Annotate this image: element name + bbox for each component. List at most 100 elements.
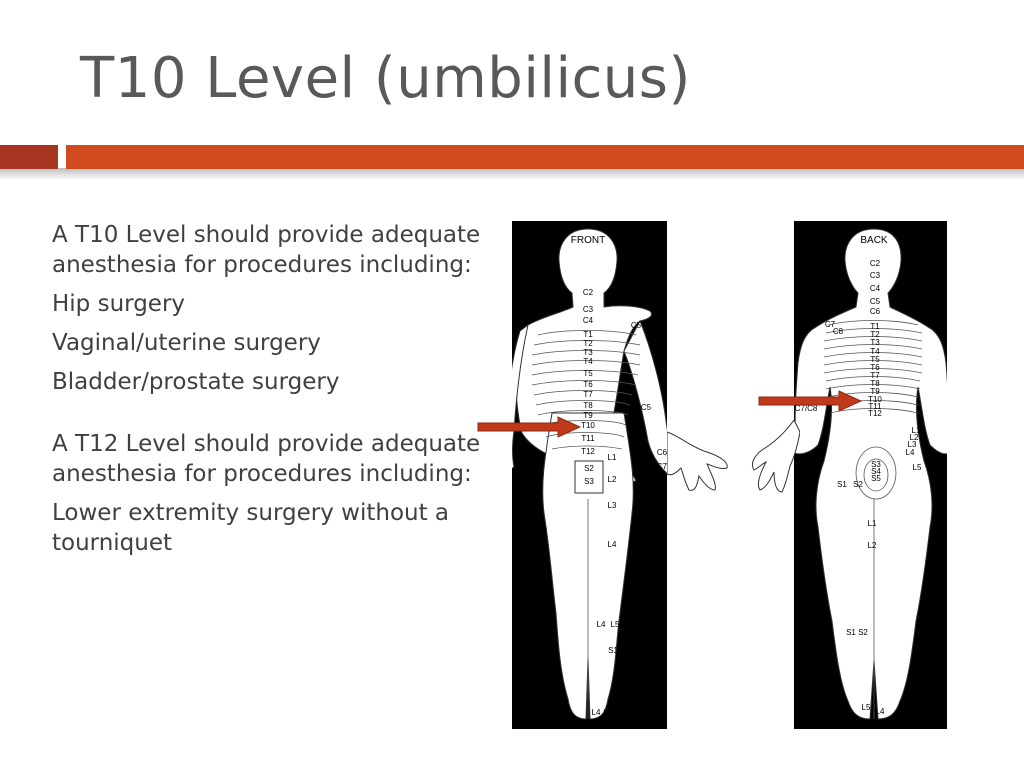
back-side-label: C8 [833, 327, 844, 336]
front-side-label: C6 [658, 370, 667, 379]
front-side-label: L4 [608, 540, 617, 549]
front-level-label: T10 [581, 421, 595, 430]
front-level-label: T7 [583, 390, 593, 399]
back-level-label: T5 [870, 355, 880, 364]
front-figure-label: FRONT [571, 235, 605, 246]
front-dermatome-lines [531, 330, 641, 719]
front-side-label: L1 [608, 453, 617, 462]
front-level-label: T1 [583, 330, 593, 339]
front-sacral-box [574, 460, 604, 494]
front-level-label: C4 [583, 316, 594, 325]
back-side-label: L2 [868, 541, 877, 550]
front-level-label: T3 [583, 348, 593, 357]
back-side-label: L3 [908, 440, 917, 449]
back-level-label: C4 [870, 284, 881, 293]
slide-title: T10 Level (umbilicus) [80, 46, 691, 111]
back-level-label: T8 [870, 379, 880, 388]
front-side-label: S1 [608, 646, 618, 655]
front-arrow-icon [477, 416, 582, 438]
back-level-label: T2 [870, 330, 880, 339]
front-level-label: C3 [583, 305, 594, 314]
back-side-label: L1 [912, 426, 921, 435]
back-level-label: T12 [868, 409, 882, 418]
back-level-label: T3 [870, 338, 880, 347]
front-side-labels: C5 C8 C6 C5 C6 C8 C7 L1 S2 S3 L2 L3 L4 L… [584, 321, 667, 717]
back-side-label: L1 [868, 519, 877, 528]
front-hand-figure [667, 431, 728, 491]
front-left-arm [623, 319, 667, 475]
front-level-label: T2 [583, 339, 593, 348]
back-level-label: T7 [870, 371, 880, 380]
paragraph-t12-intro: A T12 Level should provide adequate anes… [52, 431, 481, 487]
back-hand-shape [751, 420, 800, 493]
front-side-label: C5 [631, 321, 642, 330]
front-side-label: L5 [611, 620, 620, 629]
front-level-label: C2 [583, 288, 594, 297]
back-dermatome-lines [823, 320, 923, 719]
bullet-lower-extremity-surgery: Lower extremity surgery without a tourni… [52, 500, 450, 556]
front-side-label: S2 [584, 464, 594, 473]
front-side-label: L2 [608, 475, 617, 484]
front-side-label: C7 [657, 462, 667, 471]
back-side-label: S2 [853, 480, 863, 489]
front-side-label: C5 [641, 403, 652, 412]
front-level-label: T11 [581, 434, 595, 443]
front-level-label: T5 [583, 369, 593, 378]
back-side-label: S2 [858, 628, 868, 637]
front-level-label: T12 [581, 447, 595, 456]
back-level-labels: C2 C3 C4 C5 C6 T1 T2 T3 T4 T5 T6 T7 T8 T… [868, 259, 882, 418]
bullet-vaginal-uterine-surgery: Vaginal/uterine surgery [52, 330, 321, 356]
front-hand-shape [667, 431, 728, 491]
bullet-hip-surgery: Hip surgery [52, 291, 186, 317]
back-side-labels: C7 C8 C6 C7/C8 L1 L2 L3 L4 L5 C6 C8 C7 S… [795, 320, 922, 716]
front-side-label: L3 [608, 501, 617, 510]
back-side-label: L4 [906, 448, 915, 457]
back-level-label: C6 [870, 307, 881, 316]
back-side-label: L2 [910, 433, 919, 442]
back-side-label: S3 [871, 460, 881, 469]
back-arrow-icon [758, 390, 863, 412]
back-level-label: T10 [868, 395, 882, 404]
front-side-label: C6 [657, 448, 667, 457]
back-side-label: C7/C8 [795, 404, 818, 413]
back-level-label: C3 [870, 271, 881, 280]
front-t10-arrow [477, 416, 582, 438]
back-side-label: S1 [846, 628, 856, 637]
back-level-label: T6 [870, 363, 880, 372]
bullet-bladder-prostate-surgery: Bladder/prostate surgery [52, 369, 340, 395]
header-band-shadow [0, 168, 1024, 180]
front-right-arm [512, 323, 529, 469]
front-side-label: L4 [597, 620, 606, 629]
back-side-label: S4 [871, 467, 881, 476]
front-level-labels: C2 C3 C4 T1 T2 T3 T4 T5 T6 T7 T8 T9 T10 … [581, 288, 595, 456]
front-side-label: S3 [584, 477, 594, 486]
back-side-label: S5 [871, 474, 881, 483]
dermatome-back-figure: BACK C2 C3 C4 C5 C6 T1 T2 T3 T4 T5 T6 T7… [794, 221, 947, 729]
front-level-label: T4 [583, 357, 593, 366]
front-side-label: L4 [592, 708, 601, 717]
front-side-label: L5 [604, 708, 613, 717]
front-level-label: T9 [583, 411, 593, 420]
dermatome-front-figure: FRONT C2 C3 C4 T1 T2 T3 T4 T5 T6 T7 T8 T… [512, 221, 667, 729]
back-figure-label: BACK [860, 235, 888, 246]
back-side-label: L5 [862, 703, 871, 712]
back-level-label: T4 [870, 347, 880, 356]
back-side-label: L4 [876, 707, 885, 716]
back-hand-figure [751, 420, 800, 493]
paragraph-t10-intro: A T10 Level should provide adequate anes… [52, 222, 481, 278]
back-level-label: C5 [870, 297, 881, 306]
front-level-label: T8 [583, 401, 593, 410]
back-level-label: T1 [870, 322, 880, 331]
front-level-label: T6 [583, 380, 593, 389]
back-level-label: C2 [870, 259, 881, 268]
back-t10-arrow [758, 390, 863, 412]
back-side-label: S1 [837, 480, 847, 489]
slide-body: A T10 Level should provide adequate anes… [52, 220, 502, 567]
header-band [66, 145, 1024, 169]
front-side-label: C8 [658, 351, 667, 360]
header-band-left [0, 145, 58, 169]
front-side-label: C8 [645, 459, 656, 468]
back-level-label: T9 [870, 387, 880, 396]
back-side-label: C7 [825, 320, 836, 329]
back-level-label: T11 [868, 402, 882, 411]
